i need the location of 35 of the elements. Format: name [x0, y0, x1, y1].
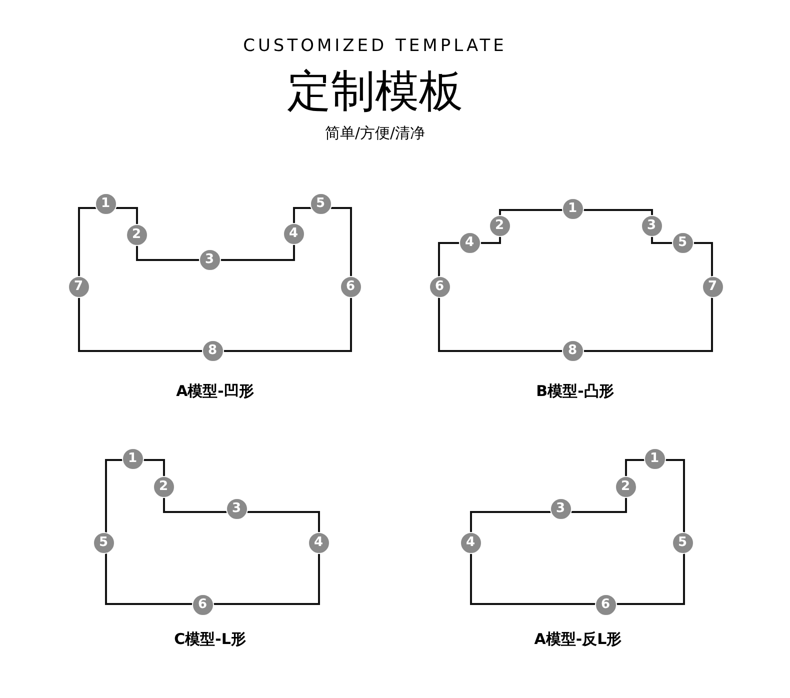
callout-number: 1 — [122, 448, 144, 470]
callout-number: 3 — [226, 498, 248, 520]
callout-number: 8 — [562, 340, 584, 362]
callout-number: 2 — [152, 476, 174, 498]
callout-number: 2 — [126, 224, 148, 246]
callout-number: 8 — [202, 340, 224, 362]
callout-number: 7 — [702, 276, 724, 298]
callout-number: 3 — [198, 248, 220, 270]
shape-caption: B模型-凸形 — [536, 382, 614, 401]
callout-number: 5 — [92, 532, 114, 554]
callout-number: 2 — [488, 214, 510, 236]
shape-caption: A模型-反L形 — [534, 630, 622, 649]
callout-number: 2 — [614, 476, 636, 498]
tagline-text: 简单/方便/清净 — [324, 124, 426, 143]
callout-number: 4 — [282, 222, 304, 244]
callout-number: 1 — [562, 198, 584, 220]
shape-caption: A模型-凹形 — [176, 382, 254, 401]
callout-number: 5 — [672, 232, 694, 254]
callout-number: 7 — [68, 276, 90, 298]
callout-number: 4 — [308, 532, 330, 554]
callout-number: 1 — [94, 192, 116, 214]
callout-number: 6 — [594, 594, 616, 616]
callout-number: 6 — [340, 276, 362, 298]
shape-caption: C模型-L形 — [174, 630, 246, 649]
callout-number: 3 — [550, 498, 572, 520]
page-title: 定制模板 — [286, 65, 464, 119]
callout-number: 6 — [192, 594, 214, 616]
subtitle-text: CUSTOMIZED TEMPLATE — [243, 36, 507, 56]
callout-number: 1 — [644, 448, 666, 470]
callout-number: 5 — [672, 532, 694, 554]
callout-number: 6 — [428, 276, 450, 298]
callout-number: 4 — [460, 532, 482, 554]
callout-number: 5 — [310, 192, 332, 214]
callout-number: 3 — [640, 214, 662, 236]
callout-number: 4 — [458, 232, 480, 254]
